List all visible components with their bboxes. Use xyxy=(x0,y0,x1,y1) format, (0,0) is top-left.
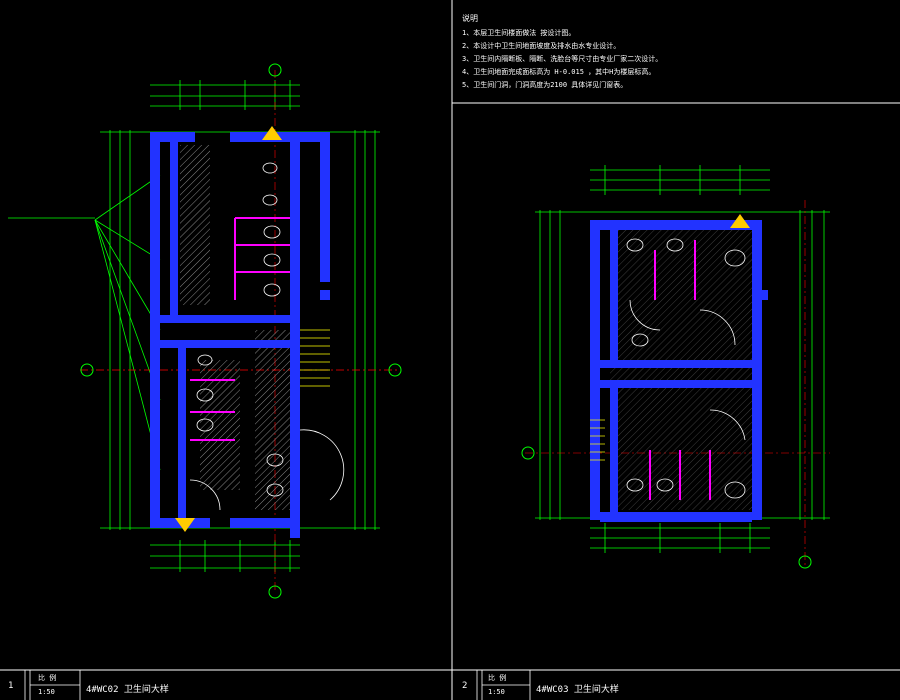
panel1-scale-value: 1:50 xyxy=(38,688,55,696)
axis-marker-top xyxy=(268,63,282,77)
plan-wc03 xyxy=(521,165,830,569)
axis-marker-right xyxy=(388,363,402,377)
entry-arrow-2 xyxy=(730,214,750,228)
panel1-title: 4#WC02 卫生间大样 xyxy=(86,685,169,695)
note-line-2: 2、本设计中卫生间地面坡度及排水由水专业设计。 xyxy=(462,42,621,50)
axis-marker-left xyxy=(80,363,94,377)
axis-marker-bottom-2 xyxy=(798,555,812,569)
panel2-number: 2 xyxy=(462,681,468,691)
note-line-4: 4、卫生间地面完成面标高为 H-0.015 ，其中H为楼层标高。 xyxy=(462,68,656,76)
note-line-1: 1、本层卫生间楼面做法 按设计图。 xyxy=(462,29,576,37)
axis-marker-bottom xyxy=(268,585,282,599)
panel1-scale-label: 比 例 xyxy=(38,674,57,682)
axis-marker-left-2 xyxy=(521,446,535,460)
plan-wc02 xyxy=(8,63,402,599)
panel2-scale-label: 比 例 xyxy=(488,674,507,682)
notes-title: 说明 xyxy=(462,14,478,23)
panel2-scale-value: 1:50 xyxy=(488,688,505,696)
panel1-number: 1 xyxy=(8,681,14,691)
note-line-3: 3、卫生间内隔断板、隔断、洗脸台等尺寸由专业厂家二次设计。 xyxy=(462,55,663,63)
panel2-title: 4#WC03 卫生间大样 xyxy=(536,685,619,695)
entry-arrow-bottom xyxy=(175,518,195,532)
entry-arrow-top xyxy=(262,126,282,140)
note-line-5: 5、卫生间门洞，门洞高度为2100 具体详见门窗表。 xyxy=(462,81,628,89)
general-notes: 说明 1、本层卫生间楼面做法 按设计图。 2、本设计中卫生间地面坡度及排水由水专… xyxy=(462,12,662,92)
